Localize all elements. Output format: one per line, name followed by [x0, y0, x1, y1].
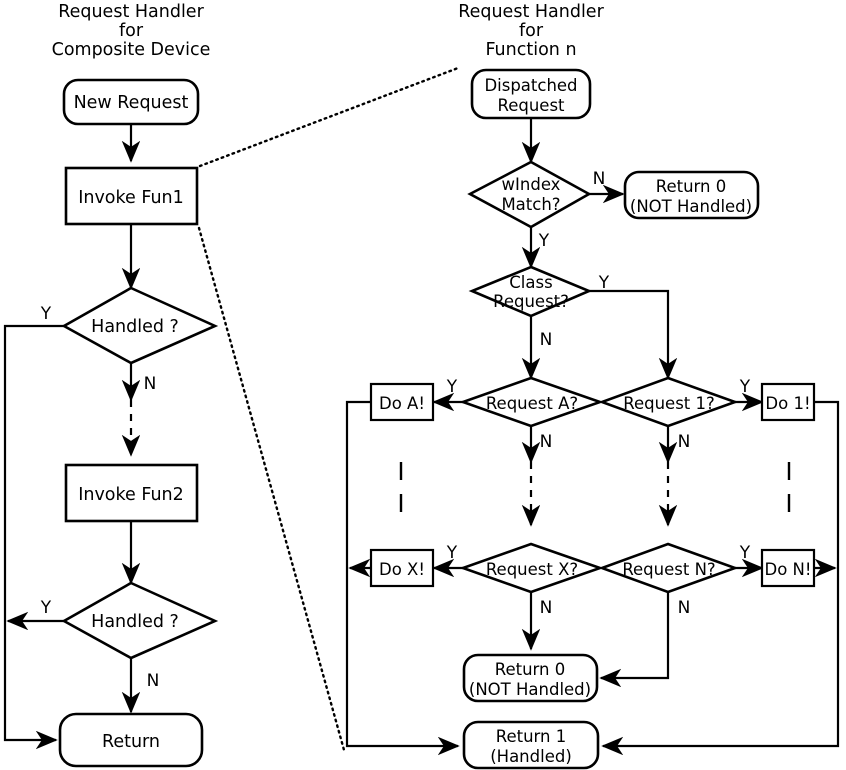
callout-line-lower: [197, 226, 346, 752]
node-request-n[interactable]: Request N?: [598, 542, 739, 594]
node-request-n-shape: [598, 542, 739, 594]
node-invoke-fun2-shape: [64, 463, 199, 523]
callout-line-upper: [198, 66, 460, 168]
node-do-a-label: Do A!: [379, 394, 425, 413]
node-invoke-fun1-label: Invoke Fun1: [78, 188, 184, 208]
edge-label-windex-no: N: [593, 169, 606, 189]
node-request-a-shape: [459, 376, 604, 428]
edge-label-request1-no: N: [678, 432, 691, 452]
node-new-request-shape: [62, 78, 200, 126]
right-heading-line1: Request Handler: [458, 2, 604, 22]
node-handled-2-label: Handled ?: [91, 612, 179, 632]
node-windex-match-shape: [467, 160, 592, 229]
rail-right-do1-to-return1: [601, 400, 840, 756]
node-class-request-line1: Class: [509, 273, 552, 292]
edge-label-requestX-no: N: [540, 598, 553, 618]
node-handled-1-label: Handled ?: [91, 317, 179, 337]
edge-label-requestX-yes: Y: [446, 543, 458, 563]
node-return0-top-line2: (NOT Handled): [630, 197, 752, 216]
node-do-n[interactable]: Do N!: [760, 548, 816, 588]
node-return0-top-shape: [623, 170, 760, 220]
node-invoke-fun1[interactable]: Invoke Fun1: [64, 166, 199, 226]
edge-requestN-no-to-return0: [599, 592, 670, 688]
left-column-heading: Request Handler for Composite Device: [52, 2, 211, 60]
node-dispatched-request-line1: Dispatched: [484, 76, 577, 95]
node-windex-match[interactable]: wIndex Match?: [467, 160, 592, 229]
right-heading-line2: for: [519, 21, 544, 41]
rail-left-doA-to-return1: [345, 400, 460, 756]
node-return0-bottom-shape: [462, 653, 599, 703]
edge-label-handled2-no: N: [147, 671, 160, 691]
edge-label-handled1-yes: Y: [40, 304, 52, 324]
node-invoke-fun2-label: Invoke Fun2: [78, 485, 184, 505]
edge-handled1-yes-loop: [3, 324, 64, 750]
node-class-request-line2: Request?: [493, 292, 569, 311]
node-do-n-shape: [760, 548, 816, 588]
node-new-request[interactable]: New Request: [62, 78, 200, 126]
node-return0-bottom-line2: (NOT Handled): [469, 680, 591, 699]
edge-label-request1-yes: Y: [739, 377, 751, 397]
node-return0-bottom[interactable]: Return 0 (NOT Handled): [462, 653, 599, 703]
node-do-n-label: Do N!: [764, 560, 811, 579]
node-request-a-label: Request A?: [486, 394, 578, 413]
node-do-x-shape: [369, 548, 435, 588]
node-do-x[interactable]: Do X!: [369, 548, 435, 588]
node-do-1-label: Do 1!: [765, 394, 810, 413]
node-return1-line2: (Handled): [490, 747, 572, 766]
node-windex-match-line1: wIndex: [502, 175, 561, 194]
node-request-x[interactable]: Request X?: [459, 542, 604, 594]
node-do-a-shape: [369, 382, 435, 422]
left-heading-line1: Request Handler: [58, 2, 204, 22]
edge-label-windex-yes: Y: [538, 231, 550, 251]
edge-label-class-yes: Y: [598, 273, 610, 293]
node-class-request[interactable]: Class Request?: [468, 265, 593, 318]
node-handled-1-shape: [61, 286, 219, 365]
left-heading-line3: Composite Device: [52, 40, 211, 60]
edge-label-requestN-no: N: [678, 598, 691, 618]
node-return-label: Return: [102, 732, 160, 752]
edge-label-requestA-yes: Y: [446, 377, 458, 397]
node-invoke-fun2[interactable]: Invoke Fun2: [64, 463, 199, 523]
node-handled-2-shape: [61, 581, 219, 660]
node-request-x-shape: [459, 542, 604, 594]
node-return-shape: [58, 712, 204, 768]
node-dispatched-request[interactable]: Dispatched Request: [470, 68, 592, 120]
node-dispatched-request-line2: Request: [497, 96, 565, 115]
node-request-a[interactable]: Request A?: [459, 376, 604, 428]
edge-label-handled1-no: N: [144, 374, 157, 394]
node-do-x-label: Do X!: [379, 560, 425, 579]
right-heading-line3: Function n: [485, 40, 576, 60]
right-column-heading: Request Handler for Function n: [458, 2, 604, 60]
node-windex-match-line2: Match?: [501, 195, 560, 214]
node-return0-bottom-line1: Return 0: [495, 660, 566, 679]
node-new-request-label: New Request: [74, 93, 189, 113]
node-return0-top[interactable]: Return 0 (NOT Handled): [623, 170, 760, 220]
node-request-n-label: Request N?: [622, 560, 715, 579]
node-request-x-label: Request X?: [486, 560, 578, 579]
node-return1[interactable]: Return 1 (Handled): [462, 720, 600, 770]
node-return[interactable]: Return: [58, 712, 204, 768]
node-request-1-label: Request 1?: [623, 394, 715, 413]
node-invoke-fun1-shape: [64, 166, 199, 226]
edge-label-class-no: N: [540, 330, 553, 350]
edge-label-requestA-no: N: [540, 432, 553, 452]
node-handled-1[interactable]: Handled ?: [61, 286, 219, 365]
node-dispatched-request-shape: [470, 68, 592, 120]
left-heading-line2: for: [119, 21, 144, 41]
node-return1-line1: Return 1: [496, 727, 567, 746]
node-handled-2[interactable]: Handled ?: [61, 581, 219, 660]
edge-label-requestN-yes: Y: [739, 543, 751, 563]
edge-class-yes-to-request1: [589, 289, 678, 380]
node-class-request-shape: [468, 265, 593, 318]
node-do-1[interactable]: Do 1!: [760, 382, 816, 422]
node-return0-top-line1: Return 0: [656, 177, 727, 196]
node-request-1[interactable]: Request 1?: [598, 376, 739, 428]
node-do-1-shape: [760, 382, 816, 422]
edge-label-handled2-yes: Y: [40, 598, 52, 618]
node-return1-shape: [462, 720, 600, 770]
node-request-1-shape: [598, 376, 739, 428]
node-do-a[interactable]: Do A!: [369, 382, 435, 422]
